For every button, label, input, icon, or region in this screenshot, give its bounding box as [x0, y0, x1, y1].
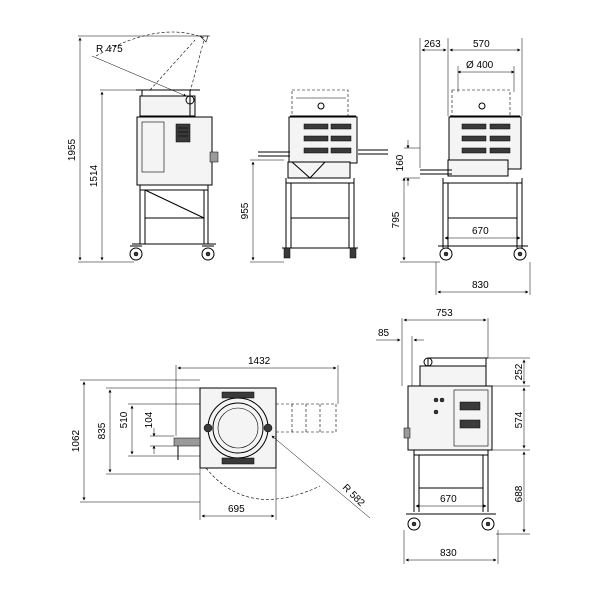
dim-670-top: 670 — [472, 226, 489, 237]
dim-670-bottom: 670 — [440, 494, 457, 505]
chute-outline — [276, 403, 337, 433]
grille-row-2 — [303, 135, 329, 142]
dim-753: 753 — [436, 308, 453, 319]
dim-955: 955 — [240, 202, 251, 219]
grille-row-1 — [303, 123, 329, 130]
side-view-2: 753 85 252 574 688 670 830 — [376, 308, 530, 564]
rear-chute — [447, 159, 509, 177]
rear-wheel-left — [439, 247, 453, 261]
dim-1062: 1062 — [71, 429, 82, 452]
wheel-right — [201, 247, 215, 261]
dim-r475: R 475 — [96, 44, 123, 55]
side-view: 1955 1514 R 475 — [67, 31, 219, 263]
right-clamp — [263, 423, 273, 433]
dim-695: 695 — [228, 504, 245, 515]
vent-grille — [175, 123, 191, 143]
dim-688: 688 — [514, 485, 525, 502]
dim-104: 104 — [144, 411, 155, 428]
rear-wheel-right — [513, 247, 527, 261]
front-wheel-right — [349, 247, 357, 259]
side2-housing — [407, 385, 493, 451]
lid — [139, 95, 196, 117]
dim-574: 574 — [514, 411, 525, 428]
dim-510: 510 — [119, 411, 130, 428]
side-door — [141, 121, 165, 173]
side2-wheel-right — [481, 517, 495, 531]
left-clamp — [203, 423, 213, 433]
dim-1955: 1955 — [67, 138, 78, 161]
dim-263: 263 — [424, 39, 441, 50]
dim-835: 835 — [97, 422, 108, 439]
side2-wheel-left — [407, 517, 421, 531]
front-view: 955 — [240, 89, 388, 263]
rear-hopper-outline — [451, 89, 511, 117]
side2-hinge — [423, 357, 433, 367]
top-handle — [173, 437, 201, 447]
side2-switch — [403, 427, 411, 439]
grille-row-3 — [303, 147, 329, 154]
side2-door — [453, 389, 489, 447]
dim-diameter-400: Ø 400 — [466, 60, 494, 71]
dim-795: 795 — [391, 211, 402, 228]
switch-box — [209, 151, 219, 163]
dim-570: 570 — [473, 39, 490, 50]
discharge-chute — [287, 161, 351, 179]
bottom-clamp — [221, 457, 255, 465]
side2-lid — [419, 365, 487, 387]
hopper-knob — [317, 102, 325, 110]
top-clamp — [221, 391, 255, 399]
dim-160: 160 — [395, 154, 406, 171]
dim-1514: 1514 — [89, 164, 100, 187]
top-view: R 582 1432 1062 835 510 104 695 — [71, 356, 371, 520]
hinge — [185, 95, 195, 105]
cutter-housing — [136, 116, 213, 186]
rear-view: 263 570 Ø 400 160 795 670 830 — [391, 38, 531, 295]
dim-1432: 1432 — [248, 356, 271, 367]
frame-brace — [144, 189, 205, 219]
dim-830-top: 830 — [472, 280, 489, 291]
dim-r582: R 582 — [340, 482, 367, 509]
wheel-left — [129, 247, 143, 261]
front-wheel-left — [283, 247, 291, 259]
dim-252: 252 — [514, 363, 525, 380]
swing-arc — [205, 467, 321, 500]
dim-85: 85 — [378, 328, 390, 339]
dim-830-bottom: 830 — [440, 548, 457, 559]
